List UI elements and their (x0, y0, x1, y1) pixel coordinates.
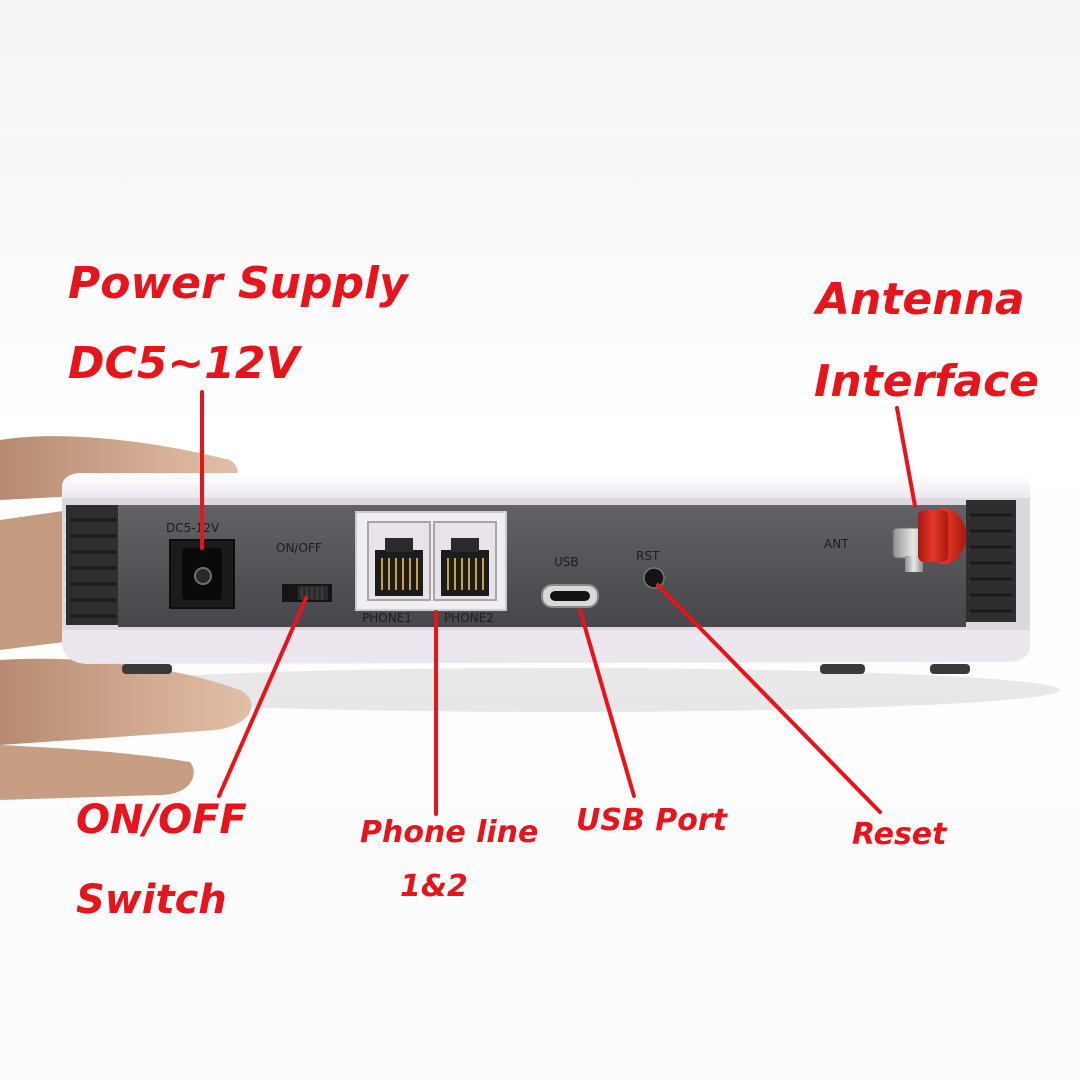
phone-port-2 (433, 521, 497, 601)
power-switch: ON/OFF (276, 541, 332, 602)
switch-callout-2: Switch (76, 877, 227, 923)
antenna-interface-callout: Interface (814, 356, 1040, 407)
usb-port-callout: USB Port (576, 803, 728, 838)
antenna-callout-line (895, 406, 917, 508)
usb-callout-line (578, 608, 636, 798)
left-grip (66, 505, 118, 625)
onoff-label: ON/OFF (276, 541, 322, 555)
phone-line-callout-2: 1&2 (400, 869, 468, 904)
router-device (62, 473, 1030, 674)
power-supply-callout: Power Supply (68, 258, 408, 309)
back-panel (118, 505, 966, 627)
device-shadow (60, 668, 1060, 712)
reset-callout-line (656, 583, 882, 814)
usb-label: USB (554, 555, 579, 569)
phone-port-1 (367, 521, 431, 601)
phone2-label: PHONE2 (444, 611, 494, 625)
dc-power-jack: DC5-12V (166, 521, 235, 609)
phone-line-callout: Phone line (360, 815, 539, 850)
phone1-label: PHONE1 (362, 611, 412, 625)
right-grip (966, 500, 1016, 622)
rst-label: RST (636, 549, 660, 563)
reset-button: RST (636, 549, 665, 589)
dc-label: DC5-12V (166, 521, 220, 535)
antenna-callout: Antenna (816, 274, 1025, 325)
usb-port: USB (541, 555, 599, 608)
switch-callout: ON/OFF (76, 797, 247, 843)
foot-left (122, 664, 172, 674)
foot-mid (820, 664, 865, 674)
reset-callout: Reset (852, 817, 947, 852)
switch-callout-line (217, 596, 308, 798)
foot-right (930, 664, 970, 674)
ant-label: ANT (824, 537, 849, 551)
power-voltage-callout: DC5~12V (68, 338, 300, 389)
phone-jacks: PHONE1 PHONE2 (355, 511, 507, 625)
antenna-connector: ANT (824, 508, 966, 572)
callout-lines (200, 390, 917, 816)
